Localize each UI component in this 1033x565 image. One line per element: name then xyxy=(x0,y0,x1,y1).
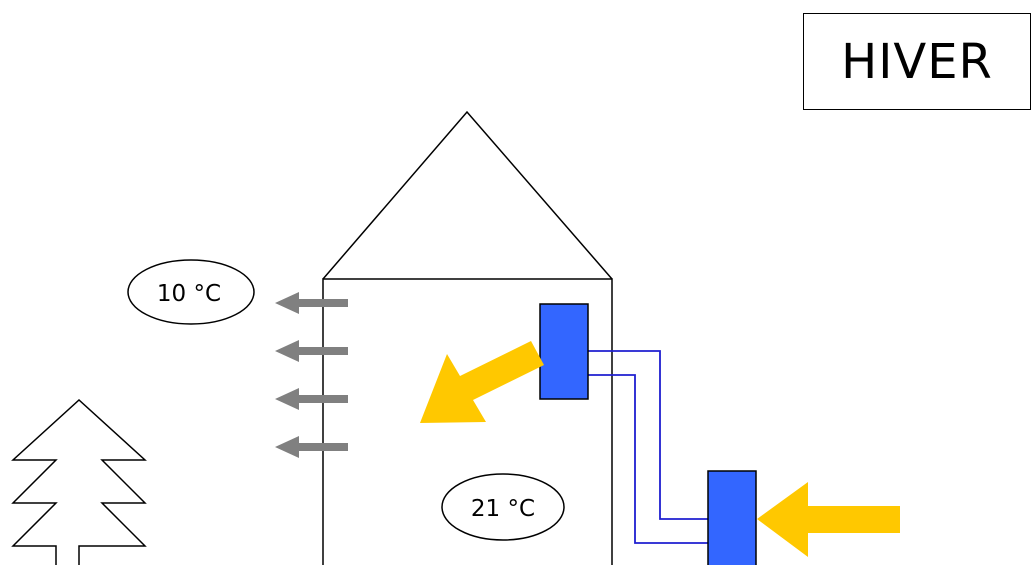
indoor-temperature-label: 21 °C xyxy=(471,496,535,522)
house xyxy=(322,110,613,565)
house-roof xyxy=(322,110,613,280)
house-walls xyxy=(322,278,613,565)
heat-loss-arrow xyxy=(275,388,348,410)
heat-release-arrow xyxy=(420,341,544,423)
outdoor-unit-icon xyxy=(707,470,757,565)
heat-loss-arrow xyxy=(275,292,348,314)
pipe-lower xyxy=(588,374,708,544)
outdoor-temperature: 10 °C xyxy=(127,259,255,325)
heat-loss-arrows xyxy=(275,292,348,458)
indoor-temperature: 21 °C xyxy=(441,473,565,541)
fir-tree-icon xyxy=(11,398,147,565)
indoor-unit-icon xyxy=(539,303,589,400)
heat-capture-arrow xyxy=(757,482,900,557)
pipe-upper xyxy=(588,350,708,520)
heat-loss-arrow xyxy=(275,340,348,362)
season-label: HIVER xyxy=(803,13,1031,110)
refrigerant-pipes xyxy=(588,350,708,544)
heat-loss-arrow xyxy=(275,436,348,458)
outdoor-temperature-label: 10 °C xyxy=(157,281,221,307)
